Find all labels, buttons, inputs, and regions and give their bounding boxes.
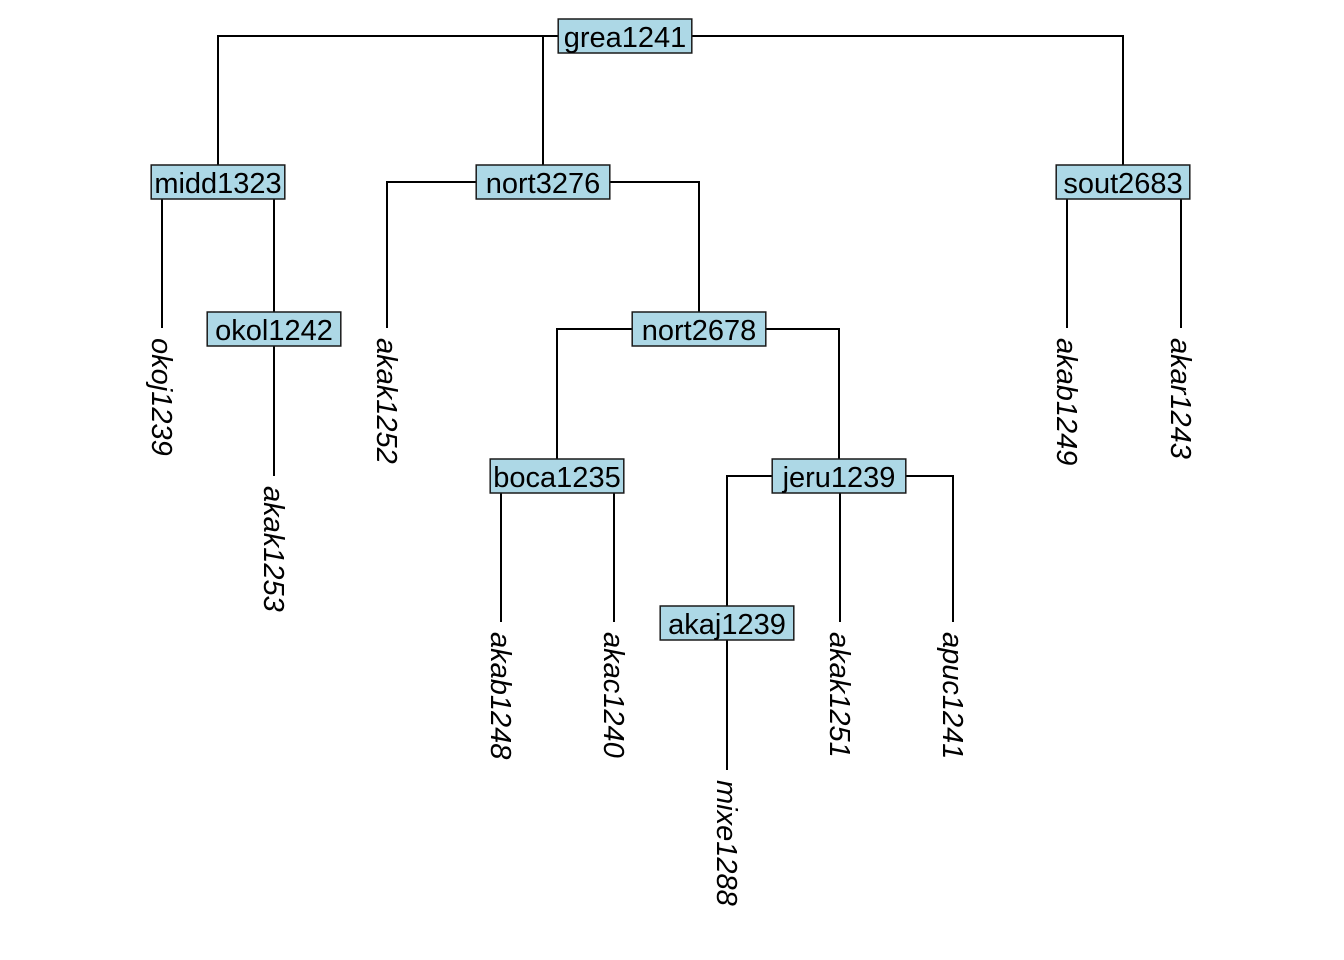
- node-label: nort3276: [486, 168, 601, 200]
- leaf-node-akak1251: akak1251: [823, 632, 855, 758]
- node-label: okol1242: [215, 315, 333, 347]
- node-label: boca1235: [493, 462, 620, 494]
- leaf-node-akar1243: akar1243: [1164, 338, 1196, 459]
- leaf-label: akak1252: [370, 338, 402, 464]
- leaf-label: akac1240: [597, 632, 629, 758]
- node-label: jeru1239: [782, 462, 896, 494]
- internal-node-nort3276: nort3276: [475, 164, 611, 200]
- edge-midd1323-okoj1239: [161, 181, 218, 328]
- leaf-node-okoj1239: okoj1239: [145, 338, 177, 456]
- node-box: [475, 164, 611, 200]
- leaf-node-mixe1288: mixe1288: [710, 780, 742, 906]
- edge-nort3276-akak1252: [386, 181, 543, 328]
- edge-sout2683-akab1249: [1066, 181, 1123, 328]
- leaf-label: akak1251: [823, 632, 855, 758]
- edge-nort2678-jeru1239: [699, 328, 840, 476]
- leaf-node-apuc1241: apuc1241: [936, 632, 968, 759]
- edge-midd1323-okol1242: [218, 181, 275, 329]
- edge-boca1235-akac1240: [557, 475, 615, 622]
- tree-nodes: grea1241 midd1323 nort3276 sout2683 okoj1239…: [145, 18, 1196, 906]
- edge-nort2678-boca1235: [556, 328, 699, 476]
- leaf-label: apuc1241: [936, 632, 968, 759]
- internal-node-okol1242: okol1242: [206, 311, 342, 347]
- internal-node-sout2683: sout2683: [1055, 164, 1191, 200]
- edge-nort3276-nort2678: [543, 181, 700, 329]
- node-label: akaj1239: [668, 609, 786, 641]
- node-label: sout2683: [1063, 168, 1182, 200]
- leaf-label: akar1243: [1164, 338, 1196, 459]
- node-box: [489, 458, 625, 494]
- leaf-node-akak1252: akak1252: [370, 338, 402, 464]
- node-box: [771, 458, 907, 494]
- leaf-label: mixe1288: [710, 780, 742, 906]
- leaf-label: akab1248: [484, 632, 516, 759]
- node-box: [206, 311, 342, 347]
- node-box: [1055, 164, 1191, 200]
- internal-node-boca1235: boca1235: [489, 458, 625, 494]
- leaf-label: akab1249: [1050, 338, 1082, 465]
- internal-node-midd1323: midd1323: [150, 164, 286, 200]
- leaf-node-akak1253: akak1253: [257, 486, 289, 612]
- node-label: grea1241: [564, 22, 687, 54]
- edge-jeru1239-akak1251: [839, 475, 841, 622]
- node-box: [631, 311, 767, 347]
- edge-sout2683-akar1243: [1123, 181, 1182, 328]
- leaf-node-akab1248: akab1248: [484, 632, 516, 759]
- edge-grea1241-sout2683: [625, 35, 1124, 182]
- node-label: midd1323: [154, 168, 281, 200]
- internal-node-jeru1239: jeru1239: [771, 458, 907, 494]
- internal-node-akaj1239: akaj1239: [659, 605, 795, 641]
- edge-grea1241-nort3276: [542, 35, 625, 182]
- edge-jeru1239-akaj1239: [726, 475, 839, 623]
- internal-node-nort2678: nort2678: [631, 311, 767, 347]
- leaf-node-akab1249: akab1249: [1050, 338, 1082, 465]
- edge-grea1241-midd1323: [217, 35, 625, 182]
- leaf-label: akak1253: [257, 486, 289, 612]
- node-box: [150, 164, 286, 200]
- leaf-label: okoj1239: [145, 338, 177, 456]
- edge-jeru1239-apuc1241: [839, 475, 954, 622]
- internal-node-grea1241: grea1241: [557, 18, 693, 54]
- tree-edges: [161, 35, 1182, 770]
- leaf-node-akac1240: akac1240: [597, 632, 629, 758]
- node-box: [557, 18, 693, 54]
- node-label: nort2678: [642, 315, 757, 347]
- edge-boca1235-akab1248: [500, 475, 557, 622]
- node-box: [659, 605, 795, 641]
